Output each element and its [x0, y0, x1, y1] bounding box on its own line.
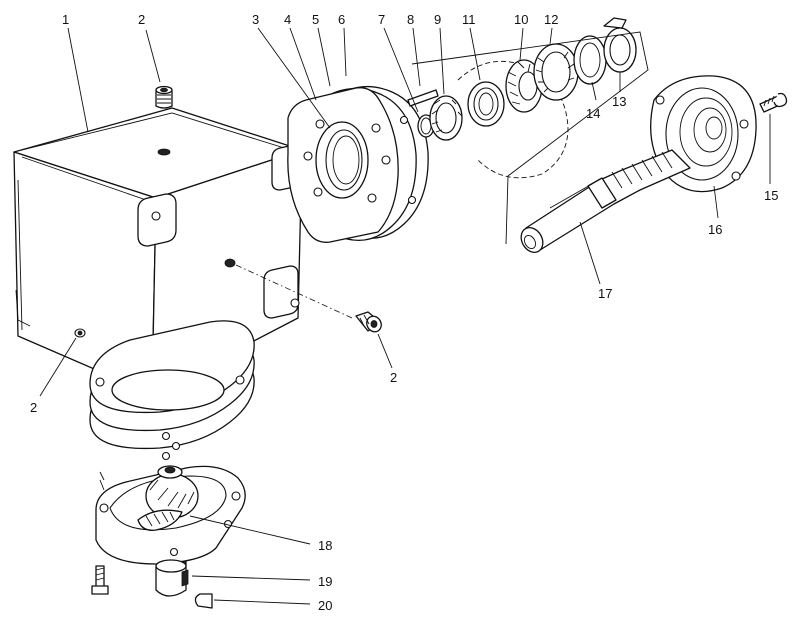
bottom-gasket-assembly [89, 320, 255, 461]
plug-top [155, 85, 173, 109]
shaft-17 [520, 149, 691, 253]
callout-11: 11 [462, 12, 476, 27]
key-pin [407, 89, 439, 107]
bolt-lines [99, 471, 105, 491]
callout-18: 18 [318, 538, 332, 553]
callout-5: 5 [312, 12, 319, 27]
callout-4: 4 [284, 12, 291, 27]
callout-17: 17 [598, 286, 612, 301]
bearing-cup-11 [467, 81, 505, 127]
bottom-cover-18 [95, 465, 246, 597]
callout-1: 1 [62, 12, 69, 27]
callout-2-top: 2 [138, 12, 145, 27]
callout-10: 10 [514, 12, 528, 27]
callout-7: 7 [378, 12, 385, 27]
callout-2-right: 2 [390, 370, 397, 385]
callout-2-left: 2 [30, 400, 37, 415]
callout-20: 20 [318, 598, 332, 613]
leader-lines [39, 27, 771, 605]
bearing-9 [429, 95, 463, 141]
callout-8: 8 [407, 12, 414, 27]
plug-axis-line [235, 264, 353, 319]
callout-14: 14 [586, 106, 600, 121]
callout-16: 16 [708, 222, 722, 237]
callout-3: 3 [252, 12, 259, 27]
callout-15: 15 [764, 188, 778, 203]
callout-9: 9 [434, 12, 441, 27]
seal-13 [603, 17, 637, 73]
woodruff-key-20 [194, 593, 213, 609]
group-bracket [411, 31, 649, 245]
plug-right [355, 311, 382, 333]
bevel-gear-10 [457, 59, 569, 179]
bearing-12 [533, 43, 579, 101]
callout-13: 13 [612, 94, 626, 109]
callout-labels: 1 2 2 2 3 4 5 6 7 8 9 10 11 12 13 14 15 … [30, 12, 778, 613]
callout-19: 19 [318, 574, 332, 589]
bolt-15 [759, 92, 788, 113]
callout-6: 6 [338, 12, 345, 27]
callout-12: 12 [544, 12, 558, 27]
ring-14 [573, 35, 607, 85]
bolt-bottom [91, 565, 109, 595]
side-gasket-assembly [287, 86, 429, 243]
